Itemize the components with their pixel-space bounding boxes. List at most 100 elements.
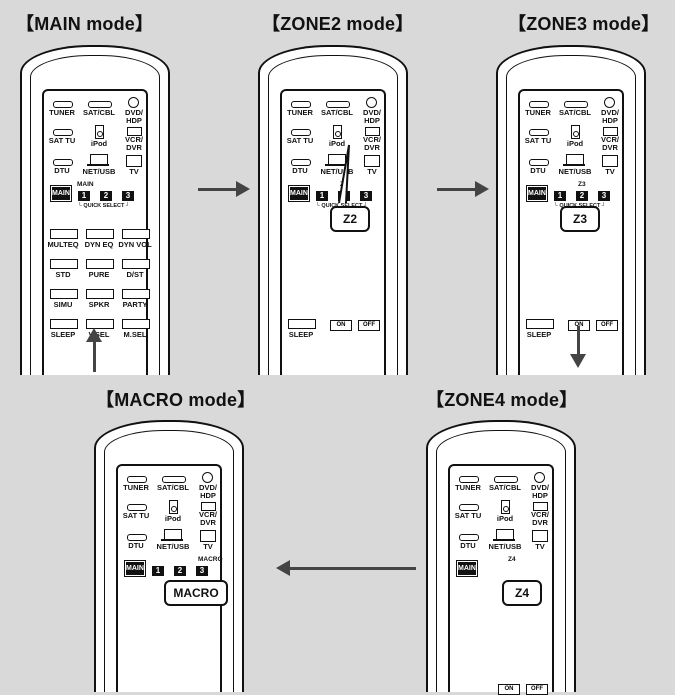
label-netusb[interactable]: NET/USB bbox=[558, 167, 592, 176]
main-button[interactable]: MAIN bbox=[526, 185, 548, 202]
dyneq-button[interactable] bbox=[86, 229, 114, 239]
main-button[interactable]: MAIN bbox=[124, 560, 146, 577]
callout-z3: Z3 bbox=[560, 206, 600, 232]
label-dvd[interactable]: DVD/ HDP bbox=[601, 108, 619, 125]
label-vcr[interactable]: VCR/ DVR bbox=[199, 510, 217, 527]
label-dvd[interactable]: DVD/ HDP bbox=[363, 108, 381, 125]
label-dvd[interactable]: DVD/ HDP bbox=[125, 108, 143, 125]
on-button[interactable]: ON bbox=[330, 320, 352, 331]
label-tv[interactable]: TV bbox=[203, 542, 213, 551]
label-satcbl[interactable]: SAT/CBL bbox=[157, 483, 189, 492]
quick-select-3[interactable]: 3 bbox=[196, 566, 208, 576]
label-tuner[interactable]: TUNER bbox=[287, 108, 313, 117]
multeq-button[interactable] bbox=[50, 229, 78, 239]
label-ipod[interactable]: iPod bbox=[496, 514, 514, 523]
vcr-icon bbox=[127, 127, 142, 136]
pure-button[interactable] bbox=[86, 259, 114, 269]
title-macro-mode: 【MACRO mode】 bbox=[96, 390, 256, 410]
spkr-button[interactable] bbox=[86, 289, 114, 299]
quick-select-2[interactable]: 2 bbox=[100, 191, 112, 201]
arrow-main-to-zone2 bbox=[198, 188, 238, 191]
label-tv[interactable]: TV bbox=[535, 542, 545, 551]
label-tuner[interactable]: TUNER bbox=[49, 108, 75, 117]
label-dtu[interactable]: DTU bbox=[530, 166, 546, 175]
msel-button[interactable] bbox=[122, 319, 150, 329]
disc-icon bbox=[366, 97, 377, 108]
label-dst: D/ST bbox=[126, 270, 144, 279]
sleep-button[interactable] bbox=[526, 319, 554, 329]
std-button[interactable] bbox=[50, 259, 78, 269]
label-netusb[interactable]: NET/USB bbox=[82, 167, 116, 176]
label-party: PARTY bbox=[122, 300, 148, 309]
label-pure: PURE bbox=[88, 270, 110, 279]
sleep-button[interactable] bbox=[288, 319, 316, 329]
quick-select-2[interactable]: 2 bbox=[338, 191, 350, 201]
label-dvd[interactable]: DVD/ HDP bbox=[199, 483, 217, 500]
sattu-icon bbox=[459, 504, 479, 511]
label-ipod[interactable]: iPod bbox=[164, 514, 182, 523]
label-vcr[interactable]: VCR/ DVR bbox=[125, 135, 143, 152]
label-satcbl[interactable]: SAT/CBL bbox=[559, 108, 591, 117]
dtu-icon bbox=[291, 159, 311, 166]
label-vcr[interactable]: VCR/ DVR bbox=[363, 135, 381, 152]
label-vcr[interactable]: VCR/ DVR bbox=[601, 135, 619, 152]
quick-select-2[interactable]: 2 bbox=[174, 566, 186, 576]
label-netusb[interactable]: NET/USB bbox=[320, 167, 354, 176]
label-dvd[interactable]: DVD/ HDP bbox=[531, 483, 549, 500]
quick-select-2[interactable]: 2 bbox=[576, 191, 588, 201]
label-sleep: SLEEP bbox=[526, 330, 552, 339]
label-sattu[interactable]: SAT TU bbox=[286, 136, 314, 145]
label-dtu[interactable]: DTU bbox=[128, 541, 144, 550]
main-button[interactable]: MAIN bbox=[50, 185, 72, 202]
label-dtu[interactable]: DTU bbox=[54, 166, 70, 175]
on-button[interactable]: ON bbox=[498, 684, 520, 695]
label-ipod[interactable]: iPod bbox=[566, 139, 584, 148]
dynvol-button[interactable] bbox=[122, 229, 150, 239]
label-dtu[interactable]: DTU bbox=[460, 541, 476, 550]
label-dyneq: DYN EQ bbox=[84, 240, 114, 249]
label-sattu[interactable]: SAT TU bbox=[48, 136, 76, 145]
quick-select-1[interactable]: 1 bbox=[152, 566, 164, 576]
off-button[interactable]: OFF bbox=[358, 320, 380, 331]
label-tv[interactable]: TV bbox=[367, 167, 377, 176]
label-netusb[interactable]: NET/USB bbox=[156, 542, 190, 551]
label-vcr[interactable]: VCR/ DVR bbox=[531, 510, 549, 527]
quick-select-1[interactable]: 1 bbox=[316, 191, 328, 201]
main-button[interactable]: MAIN bbox=[456, 560, 478, 577]
label-tuner[interactable]: TUNER bbox=[455, 483, 481, 492]
dst-button[interactable] bbox=[122, 259, 150, 269]
arrow-head-up bbox=[86, 328, 102, 342]
quick-select-3[interactable]: 3 bbox=[360, 191, 372, 201]
label-tuner[interactable]: TUNER bbox=[525, 108, 551, 117]
label-tv[interactable]: TV bbox=[129, 167, 139, 176]
off-button[interactable]: OFF bbox=[596, 320, 618, 331]
arrow-zone4-to-macro bbox=[290, 567, 416, 570]
quick-select-3[interactable]: 3 bbox=[598, 191, 610, 201]
quick-select-1[interactable]: 1 bbox=[554, 191, 566, 201]
simu-button[interactable] bbox=[50, 289, 78, 299]
party-button[interactable] bbox=[122, 289, 150, 299]
label-dtu[interactable]: DTU bbox=[292, 166, 308, 175]
label-ipod[interactable]: iPod bbox=[328, 139, 346, 148]
title-zone3-mode: 【ZONE3 mode】 bbox=[508, 14, 660, 34]
label-sattu[interactable]: SAT TU bbox=[524, 136, 552, 145]
label-netusb[interactable]: NET/USB bbox=[488, 542, 522, 551]
quick-select-1[interactable]: 1 bbox=[78, 191, 90, 201]
arrow-head-down bbox=[570, 354, 586, 368]
laptop-icon bbox=[161, 529, 183, 541]
remote-panel: TUNER SAT/CBL DVD/ HDP SAT TU iPod VCR/ … bbox=[280, 89, 386, 375]
label-tv[interactable]: TV bbox=[605, 167, 615, 176]
tuner-icon bbox=[53, 101, 73, 108]
off-button[interactable]: OFF bbox=[526, 684, 548, 695]
label-sattu[interactable]: SAT TU bbox=[122, 511, 150, 520]
label-satcbl[interactable]: SAT/CBL bbox=[321, 108, 353, 117]
label-satcbl[interactable]: SAT/CBL bbox=[489, 483, 521, 492]
label-tuner[interactable]: TUNER bbox=[123, 483, 149, 492]
label-ipod[interactable]: iPod bbox=[90, 139, 108, 148]
label-satcbl[interactable]: SAT/CBL bbox=[83, 108, 115, 117]
main-button[interactable]: MAIN bbox=[288, 185, 310, 202]
remote-main: TUNER SAT/CBL DVD/ HDP SAT TU iPod VCR/ … bbox=[20, 45, 170, 375]
quick-select-3[interactable]: 3 bbox=[122, 191, 134, 201]
sleep-button[interactable] bbox=[50, 319, 78, 329]
label-sattu[interactable]: SAT TU bbox=[454, 511, 482, 520]
